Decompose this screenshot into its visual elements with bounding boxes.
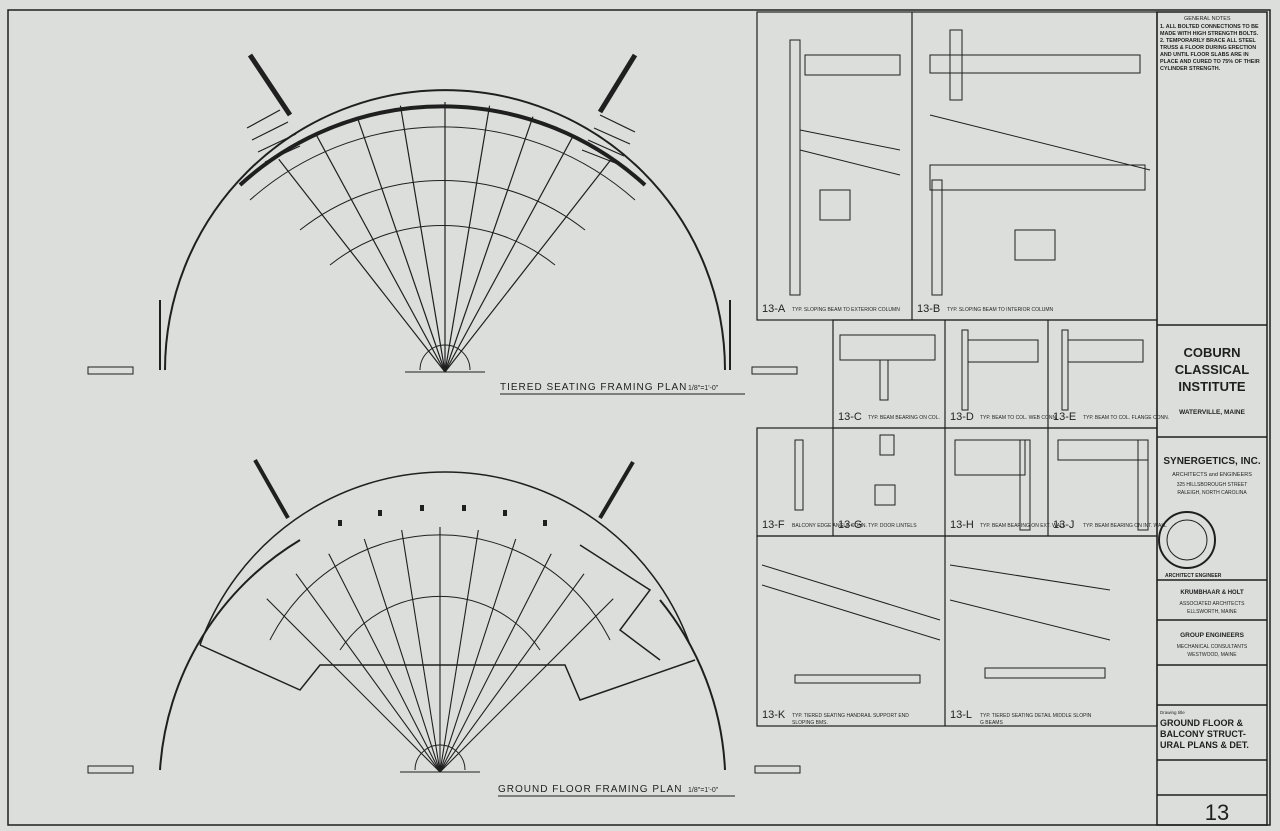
detail-caption-13-e: TYP. BEAM TO COL. FLANGE CONN. (1083, 415, 1169, 421)
client-name-line1: COBURN (1183, 345, 1240, 360)
detail-caption-cont-13-k: SLOPING BMS. (792, 720, 828, 726)
detail-id-13-f: 13-F (762, 519, 785, 531)
framing-beam-line (444, 134, 575, 373)
detail-caption-13-h: TYP. BEAM BEARING ON EXT. WALL (980, 523, 1066, 529)
firm-address-1: 325 HILLSBOROUGH STREET (1177, 482, 1248, 488)
detail-caption-13-g: TYP. DOOR LINTELS (868, 523, 917, 529)
associate-city: ELLSWORTH, MAINE (1187, 609, 1237, 615)
tiered-plan-title: TIERED SEATING FRAMING PLAN (500, 382, 687, 393)
ground-plan-title: GROUND FLOOR FRAMING PLAN (498, 784, 682, 795)
framing-beam-line (439, 553, 552, 773)
framing-beam-line (295, 573, 441, 773)
notes-heading: GENERAL NOTES (1184, 16, 1231, 22)
drawing-title-line2: BALCONY STRUCT- (1160, 729, 1246, 739)
detail-caption-13-b: TYP. SLOPING BEAM TO INTERIOR COLUMN (947, 307, 1054, 313)
drawing-title-line3: URAL PLANS & DET. (1160, 740, 1249, 750)
detail-caption-13-k: TYP. TIERED SEATING HANDRAIL SUPPORT END (792, 713, 909, 719)
architect-seal (1158, 511, 1216, 569)
detail-caption-13-c: TYP. BEAM BEARING ON COL. (868, 415, 940, 421)
engineers-name: GROUP ENGINEERS (1180, 632, 1244, 639)
framing-beam-line (363, 538, 441, 773)
detail-caption-13-a: TYP. SLOPING BEAM TO EXTERIOR COLUMN (792, 307, 900, 313)
framing-beam-line (439, 598, 614, 773)
general-notes-text: 1. ALL BOLTED CONNECTIONS TO BE MADE WIT… (1160, 24, 1260, 72)
framing-beam-line (399, 105, 446, 373)
framing-beam-line (439, 573, 585, 773)
associate-role: ASSOCIATED ARCHITECTS (1180, 601, 1246, 607)
detail-id-13-k: 13-K (762, 709, 786, 721)
framing-beam-line (444, 116, 534, 373)
firm-name: SYNERGETICS, INC. (1163, 456, 1260, 467)
drawing-title-line1: GROUND FLOOR & (1160, 718, 1243, 728)
firm-address-2: RALEIGH, NORTH CAROLINA (1177, 490, 1247, 496)
detail-id-13-d: 13-D (950, 411, 974, 423)
detail-id-13-c: 13-C (838, 411, 862, 423)
title-block: GENERAL NOTES 1. ALL BOLTED CONNECTIONS … (1156, 11, 1268, 826)
framing-beam-line (439, 529, 479, 773)
detail-id-13-j: 13-J (1053, 519, 1074, 531)
associate-name: KRUMBHAAR & HOLT (1180, 590, 1244, 596)
detail-id-13-g: 13-G (838, 519, 862, 531)
client-name-line3: INSTITUTE (1178, 379, 1245, 394)
sheet-number: 13 (1205, 800, 1229, 825)
firm-role: ARCHITECTS and ENGINEERS (1172, 472, 1252, 478)
framing-beam-line (278, 158, 446, 373)
framing-beam-line (356, 116, 446, 373)
seal-label: ARCHITECT ENGINEER (1165, 573, 1222, 579)
engineers-role: MECHANICAL CONSULTANTS (1177, 644, 1248, 650)
framing-beam-line (315, 134, 446, 373)
detail-id-13-b: 13-B (917, 303, 940, 315)
engineers-city: WESTWOOD, MAINE (1187, 652, 1237, 658)
detail-caption-13-l: TYP. TIERED SEATING DETAIL MIDDLE SLOPIN (980, 713, 1092, 719)
client-location: WATERVILLE, MAINE (1179, 409, 1246, 416)
tiered-plan-scale: 1/8"=1'-0" (688, 385, 719, 392)
detail-caption-13-f: BALCONY EDGE ANGLE CONN. (792, 523, 867, 529)
framing-beam-line (439, 538, 517, 773)
detail-caption-cont-13-l: G BEAMS (980, 720, 1003, 726)
client-name-line2: CLASSICAL (1175, 362, 1249, 377)
framing-beam-line (266, 598, 441, 773)
ground-floor-framing-plan: GROUND FLOOR FRAMING PLAN 1/8"=1'-0" (87, 459, 801, 797)
detail-id-13-h: 13-H (950, 519, 974, 531)
ground-plan-scale: 1/8"=1'-0" (688, 787, 719, 794)
framing-beam-line (444, 105, 491, 373)
drawing-title-label: Drawing title (1160, 710, 1185, 715)
detail-id-13-e: 13-E (1053, 411, 1076, 423)
detail-caption-13-j: TYP. BEAM BEARING ON INT. WALL (1083, 523, 1167, 529)
framing-beam-line (401, 529, 441, 773)
detail-caption-13-d: TYP. BEAM TO COL. WEB CONN. (980, 415, 1058, 421)
detail-id-13-l: 13-L (950, 709, 972, 721)
framing-beam-line (328, 553, 441, 773)
detail-id-13-a: 13-A (762, 303, 786, 315)
tiered-seating-framing-plan: TIERED SEATING FRAMING PLAN 1/8"=1'-0" (87, 53, 798, 395)
framing-beam-line (444, 158, 612, 373)
